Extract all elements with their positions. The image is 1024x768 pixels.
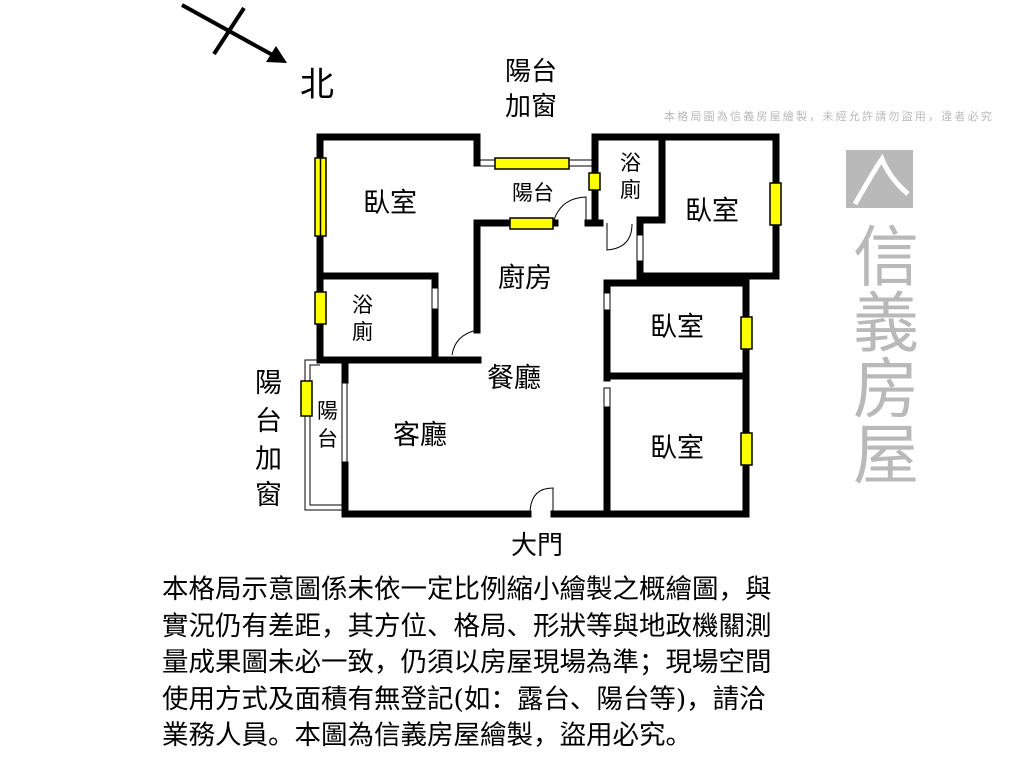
north-label: 北	[300, 65, 334, 105]
window	[300, 380, 313, 417]
watermark-notice: 本格局圖為信義房屋繪製，未經允許請勿盜用，違者必究	[664, 111, 994, 123]
room-label-bath: 浴	[352, 293, 373, 317]
disclaimer-line: 業務人員。本圖為信義房屋繪製，盜用必究。	[162, 720, 692, 751]
window	[494, 157, 570, 170]
disclaimer-line: 實況仍有差距，其方位、格局、形狀等與地政機關測	[162, 610, 772, 642]
room-label-living: 客廳	[393, 420, 447, 451]
balcony-window-label: 陽台	[505, 57, 557, 87]
watermark-logo	[846, 150, 913, 208]
main-door-label: 大門	[511, 531, 563, 561]
north-arrow-icon	[181, 3, 287, 63]
window	[740, 432, 753, 466]
disclaimer-line: 本格局示意圖係未依一定比例縮小繪製之概繪圖，與	[162, 574, 772, 605]
room-label-bedroom: 臥室	[363, 188, 417, 219]
room-label-bath: 廁	[352, 320, 373, 344]
balcony-window-label: 陽	[255, 368, 282, 399]
window	[509, 217, 554, 230]
watermark-brand: 信義房屋	[844, 222, 918, 486]
walls	[316, 133, 780, 518]
window	[740, 316, 753, 350]
room-label-bedroom: 臥室	[685, 196, 739, 227]
room-label-balcony: 陽	[317, 399, 338, 423]
windows	[300, 157, 782, 466]
window	[769, 182, 782, 226]
disclaimer-line: 量成果圖未必一致，仍須以房屋現場為準；現場空間	[162, 647, 772, 678]
thin-outlines	[304, 159, 644, 515]
balcony-window-label: 台	[255, 406, 282, 437]
room-label-kitchen: 廚房	[498, 263, 552, 294]
room-label-bedroom: 臥室	[650, 312, 704, 343]
window	[588, 172, 601, 191]
room-label-balcony: 台	[317, 427, 338, 451]
room-label-balcony: 陽台	[512, 181, 554, 205]
balcony-window-label: 加窗	[505, 92, 557, 122]
disclaimer: 本格局示意圖係未依一定比例縮小繪製之概繪圖，與 實況仍有差距，其方位、格局、形狀…	[162, 572, 882, 755]
room-label-bath: 廁	[620, 178, 641, 202]
window	[314, 291, 327, 325]
disclaimer-line: 使用方式及面積有無登記(如：露台、陽台等)，請洽	[162, 683, 766, 715]
room-label-bedroom: 臥室	[650, 433, 704, 464]
balcony-window-label: 加	[255, 444, 282, 475]
room-label-dining: 餐廳	[487, 363, 541, 394]
balcony-window-label: 窗	[255, 480, 282, 511]
room-label-bath: 浴	[620, 151, 641, 175]
